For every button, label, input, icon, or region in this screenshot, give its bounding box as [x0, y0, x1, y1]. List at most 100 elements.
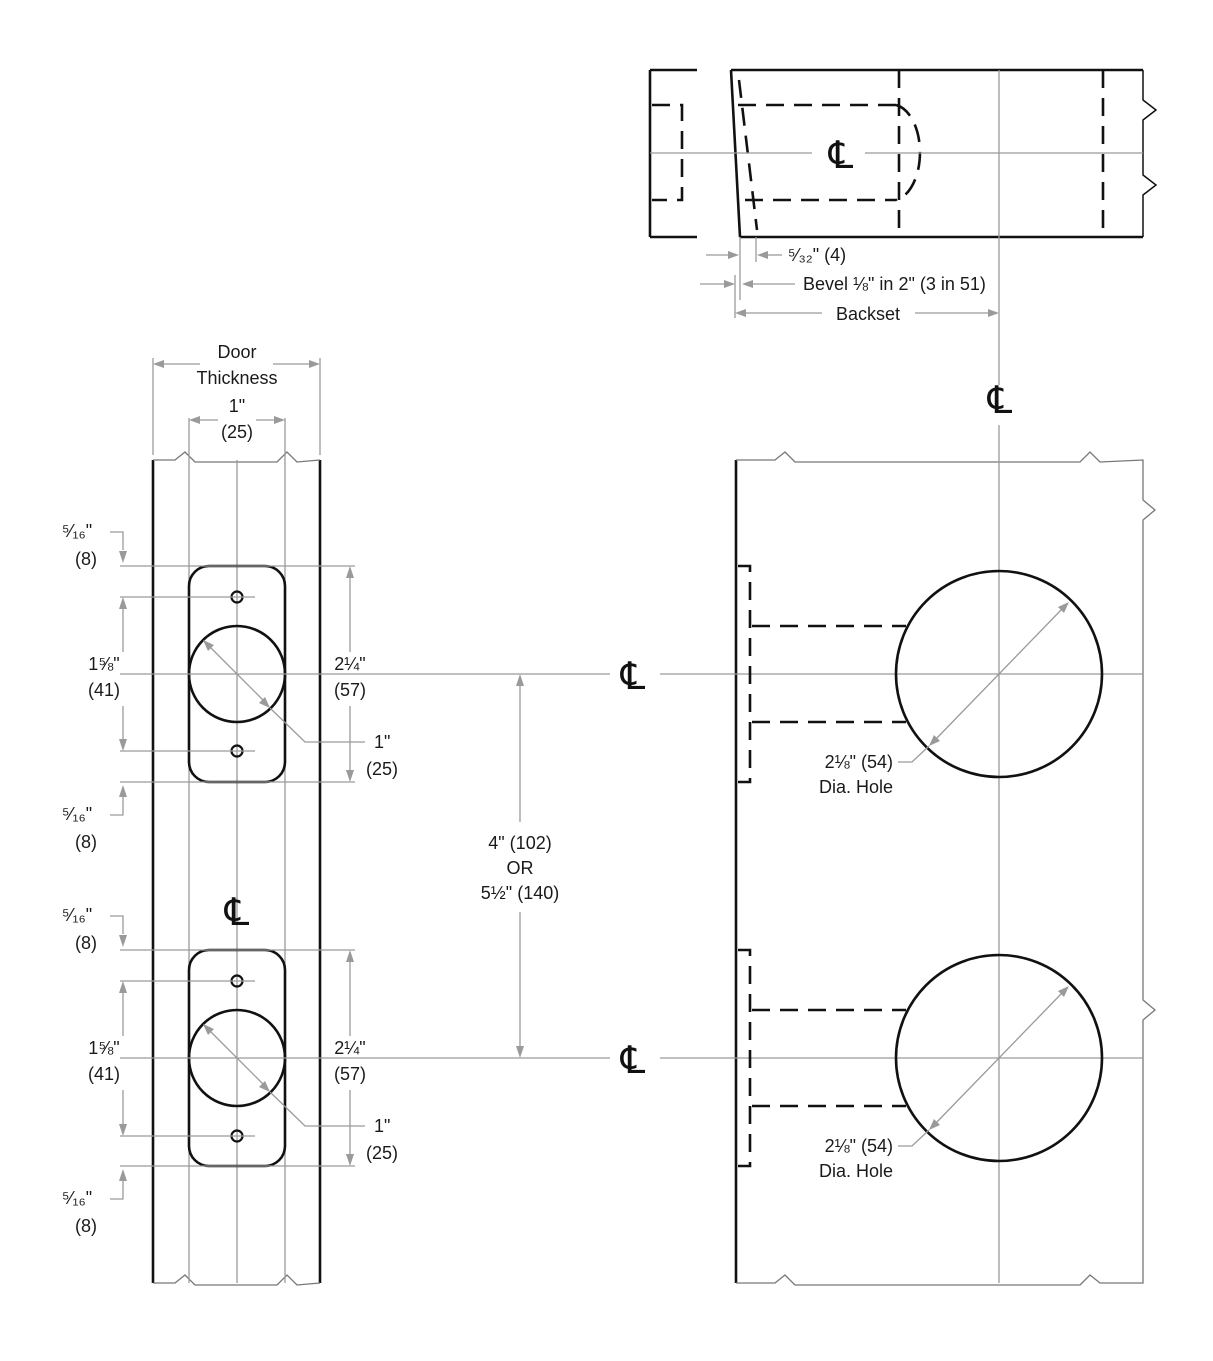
spacing-line2: OR: [507, 858, 534, 878]
leader: [110, 797, 124, 816]
lower-hole-mm: (25): [366, 1143, 398, 1163]
top-view: ℄ ⁵⁄₃₂" (4) Bevel ⅛" in 2" (3 in 51) Bac…: [648, 68, 1158, 422]
arrow: [203, 1024, 214, 1035]
spacing-dimension: 4" (102) OR 5½" (140) ℄ ℄: [481, 654, 646, 1082]
lower-face-hole-desc: Dia. Hole: [819, 1161, 893, 1181]
arrow: [119, 785, 127, 797]
lower-offset-bottom-mm: (8): [75, 1216, 97, 1236]
upper-leader: [269, 707, 365, 743]
spacing-line1: 4" (102): [488, 833, 551, 853]
lower-leader: [269, 1091, 365, 1127]
width-1in-mm: (25): [221, 422, 253, 442]
upper-face-hole: 2⅛" (54): [825, 752, 893, 772]
lower-diag: [204, 1025, 266, 1087]
lower-hole: 1": [374, 1116, 390, 1136]
arrow: [929, 735, 940, 746]
lower-offset-top: ⁵⁄₁₆": [62, 905, 92, 925]
face-break-outline: [736, 451, 1157, 1286]
lower-span-mm: (41): [88, 1064, 120, 1084]
arrow: [516, 674, 524, 686]
arrow: [757, 251, 768, 259]
leader: [110, 1181, 124, 1200]
upper-dia-line: [934, 607, 1064, 741]
arrow: [346, 566, 354, 578]
arrow: [735, 309, 746, 317]
arrow: [153, 360, 164, 368]
arrow: [119, 1124, 127, 1136]
upper-offset-bottom-mm: (8): [75, 832, 97, 852]
arrow: [119, 739, 127, 751]
arrow: [724, 280, 735, 288]
arrow: [988, 309, 999, 317]
arrow: [119, 981, 127, 993]
arrow: [929, 1119, 940, 1130]
arrow: [189, 416, 200, 424]
lower-height: 2¼": [334, 1038, 365, 1058]
break-bottom: [153, 1274, 321, 1286]
break-mark: [1142, 70, 1158, 237]
arrow: [346, 770, 354, 782]
upper-face-plate-hidden: [738, 564, 752, 784]
lower-span: 1⅝": [88, 1038, 119, 1058]
centerline-symbol-face: ℄: [987, 378, 1013, 422]
arrow: [259, 1081, 270, 1092]
upper-span-mm: (41): [88, 680, 120, 700]
lower-dia-leader: [898, 1129, 930, 1147]
arrow: [119, 935, 127, 947]
leader: [110, 915, 124, 934]
arrow: [1058, 986, 1069, 997]
break-top: [153, 451, 321, 463]
arrow: [346, 950, 354, 962]
bevel-hidden-line: [737, 79, 759, 231]
upper-offset-top: ⁵⁄₁₆": [62, 521, 92, 541]
width-1in: 1": [229, 396, 245, 416]
arrow: [203, 640, 214, 651]
arrow: [1058, 602, 1069, 613]
lower-face-plate-hidden: [738, 948, 752, 1168]
bevel-label: Bevel ⅛" in 2" (3 in 51): [803, 274, 986, 294]
arrow: [119, 597, 127, 609]
upper-plate-group: 1" (25) ⁵⁄₁₆" (8) 1⅝" (41) 2¼" (57) ⁵⁄₁₆: [62, 521, 610, 852]
arrow: [119, 551, 127, 563]
lower-dia-line: [934, 991, 1064, 1125]
door-thickness-line2: Thickness: [196, 368, 277, 388]
lower-height-mm: (57): [334, 1064, 366, 1084]
upper-centerline-symbol: ℄: [620, 654, 646, 698]
door-thickness-line1: Door: [217, 342, 256, 362]
arrow: [346, 1154, 354, 1166]
lower-face-bore: [894, 953, 1104, 1163]
upper-hole: 1": [374, 732, 390, 752]
centerline-symbol: ℄: [828, 133, 854, 177]
arrow: [742, 280, 753, 288]
side-centerline-symbol: ℄: [224, 890, 250, 934]
upper-face-hole-desc: Dia. Hole: [819, 777, 893, 797]
upper-offset-top-mm: (8): [75, 549, 97, 569]
spacing-line3: 5½" (140): [481, 883, 559, 903]
arrow: [309, 360, 320, 368]
backset-label: Backset: [836, 304, 900, 324]
bevel-small-label: ⁵⁄₃₂" (4): [788, 245, 846, 265]
lower-centerline-symbol: ℄: [620, 1038, 646, 1082]
arrow: [259, 697, 270, 708]
lower-offset-top-mm: (8): [75, 933, 97, 953]
leader: [110, 531, 124, 550]
upper-height: 2¼": [334, 654, 365, 674]
upper-face-bore: [894, 569, 1104, 779]
edge-bore-hidden: [652, 103, 684, 202]
upper-dia-leader: [898, 745, 930, 763]
arrow: [728, 251, 739, 259]
upper-hole-mm: (25): [366, 759, 398, 779]
upper-span: 1⅝": [88, 654, 119, 674]
upper-offset-bottom: ⁵⁄₁₆": [62, 804, 92, 824]
lower-plate-group: 1" (25) ⁵⁄₁₆" (8) 1⅝" (41) 2¼" (57) ⁵⁄₁₆…: [62, 905, 610, 1236]
lower-offset-bottom: ⁵⁄₁₆": [62, 1188, 92, 1208]
arrow: [516, 1046, 524, 1058]
upper-diag: [204, 641, 266, 703]
face-view: 2⅛" (54) Dia. Hole 2⅛" (54) Dia. Hole: [660, 425, 1157, 1286]
arrow: [274, 416, 285, 424]
upper-height-mm: (57): [334, 680, 366, 700]
lower-face-hole: 2⅛" (54): [825, 1136, 893, 1156]
arrow: [119, 1169, 127, 1181]
side-view: Door Thickness 1" (25) 1" (25): [62, 342, 610, 1286]
